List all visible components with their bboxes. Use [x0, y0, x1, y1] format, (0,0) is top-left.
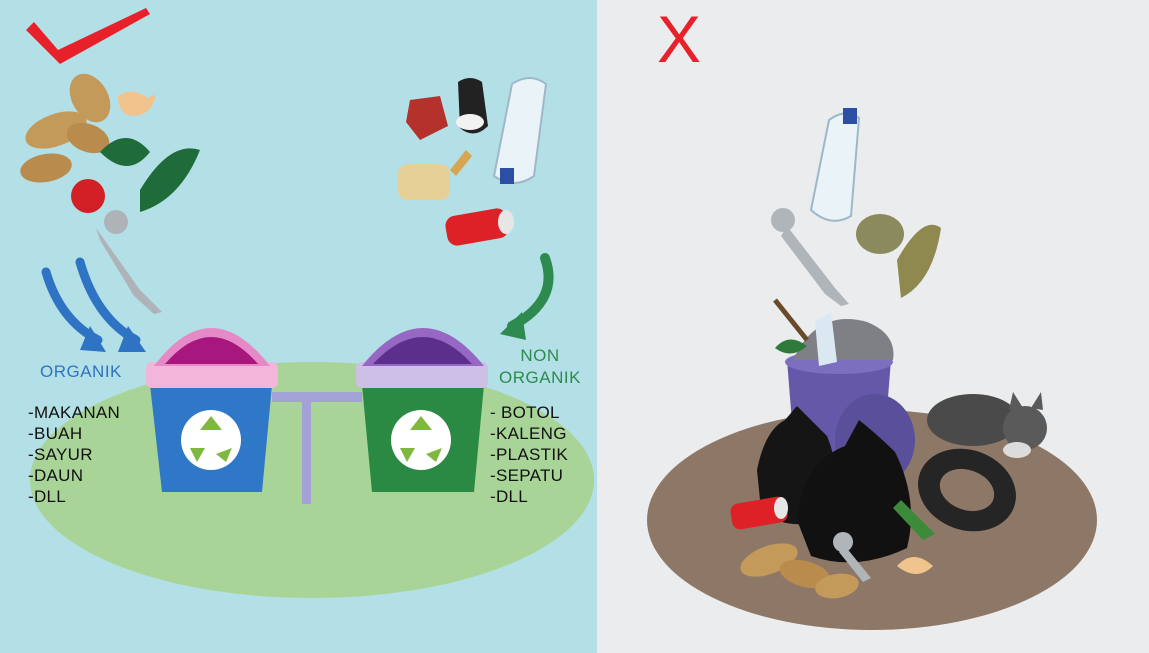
bin-connector-post — [302, 400, 311, 504]
bin-connector-bar — [272, 392, 362, 402]
recycle-icon — [400, 416, 442, 462]
list-item: -SEPATU — [490, 466, 564, 485]
non-organik-list: - BOTOL -KALENG -PLASTIK -SEPATU -DLL — [490, 402, 568, 507]
checkmark-icon — [26, 8, 150, 64]
ground-debris — [730, 496, 935, 599]
floating-trash — [771, 108, 941, 306]
sorting-scene — [20, 8, 594, 598]
garbage-bags — [757, 406, 911, 563]
organic-waste-items — [20, 73, 200, 314]
organic-bin — [146, 328, 278, 492]
arrow-icon — [507, 253, 554, 331]
inorganic-waste-items — [398, 77, 548, 246]
non-organik-heading-line2: ORGANIK — [499, 368, 581, 387]
x-mark: X — [657, 2, 702, 76]
recycle-icon — [190, 416, 232, 462]
incorrect-disposal-panel: X — [597, 0, 1149, 653]
correct-sorting-panel: ORGANIK -MAKANAN -BUAH -SAYUR -DAUN -DLL… — [0, 0, 597, 653]
list-item: -DLL — [28, 487, 67, 506]
organik-heading: ORGANIK — [40, 362, 122, 381]
list-item: -PLASTIK — [490, 445, 568, 464]
trash-pile-scene — [647, 108, 1097, 630]
list-item: -SAYUR — [28, 445, 93, 464]
list-item: -MAKANAN — [28, 403, 121, 422]
list-item: - BOTOL — [490, 403, 560, 422]
non-organik-heading-line1: NON — [520, 346, 560, 365]
list-item: -KALENG — [490, 424, 567, 443]
inorganic-bin — [356, 328, 488, 492]
list-item: -BUAH — [28, 424, 83, 443]
cat — [927, 392, 1047, 458]
list-item: -DLL — [490, 487, 529, 506]
list-item: -DAUN — [28, 466, 84, 485]
organik-list: -MAKANAN -BUAH -SAYUR -DAUN -DLL — [28, 402, 120, 507]
non-organik-heading: NON ORGANIK — [494, 345, 586, 389]
